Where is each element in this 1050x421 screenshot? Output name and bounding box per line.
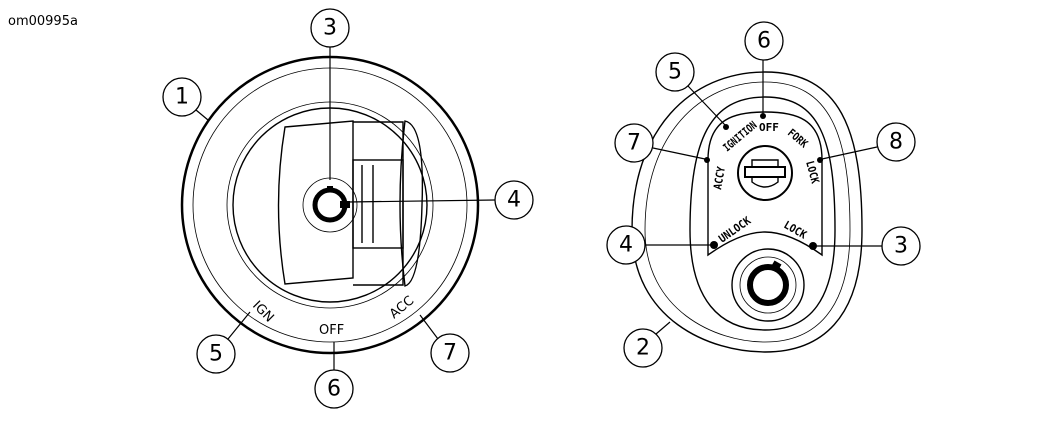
label-lock: LOCK: [782, 218, 810, 241]
callout-5: 5: [196, 334, 236, 374]
svg-text:5: 5: [209, 342, 223, 367]
right-ignition-switch: ACCY IGNITION OFF FORK LOCK UNLOCK LOCK …: [606, 21, 921, 368]
callout-3: 3: [881, 226, 921, 266]
callout-5: 5: [655, 52, 695, 92]
callout-4: 4: [606, 225, 646, 265]
label-ign: IGN: [249, 298, 276, 325]
svg-text:4: 4: [507, 188, 521, 213]
svg-text:5: 5: [668, 60, 682, 85]
callout-3: 3: [310, 8, 350, 48]
callout-4: 4: [494, 180, 534, 220]
svg-text:7: 7: [443, 341, 457, 366]
callout-7: 7: [430, 333, 470, 373]
svg-text:2: 2: [636, 336, 650, 361]
svg-text:1: 1: [175, 85, 189, 110]
label-off: OFF: [759, 121, 779, 134]
knob-body: [277, 120, 354, 285]
label-accy: ACCY: [711, 165, 728, 190]
callout-6: 6: [314, 369, 354, 409]
label-lock-top: LOCK: [803, 159, 822, 185]
svg-text:3: 3: [323, 16, 337, 41]
label-unlock: UNLOCK: [716, 214, 753, 245]
svg-text:7: 7: [627, 131, 641, 156]
label-off: OFF: [319, 323, 344, 338]
callout-1: 1: [162, 77, 202, 117]
callout-8: 8: [876, 122, 916, 162]
left-ignition-switch: IGN OFF ACC 1 3 4 5 6 7: [162, 8, 534, 409]
key-slot-icon: [747, 260, 789, 306]
svg-text:8: 8: [889, 130, 903, 155]
knob-grip: [399, 120, 424, 287]
callout-7: 7: [614, 123, 654, 163]
callout-2: 2: [623, 328, 663, 368]
label-fork: FORK: [785, 126, 810, 150]
brand-logo-icon: [744, 159, 786, 188]
svg-text:6: 6: [757, 29, 771, 54]
svg-text:4: 4: [619, 233, 633, 258]
label-acc: ACC: [387, 293, 417, 322]
callout-6: 6: [744, 21, 784, 61]
svg-text:6: 6: [327, 377, 341, 402]
key-slot-icon: [312, 186, 350, 223]
svg-text:3: 3: [894, 234, 908, 259]
figure-id: om00995a: [8, 14, 78, 29]
